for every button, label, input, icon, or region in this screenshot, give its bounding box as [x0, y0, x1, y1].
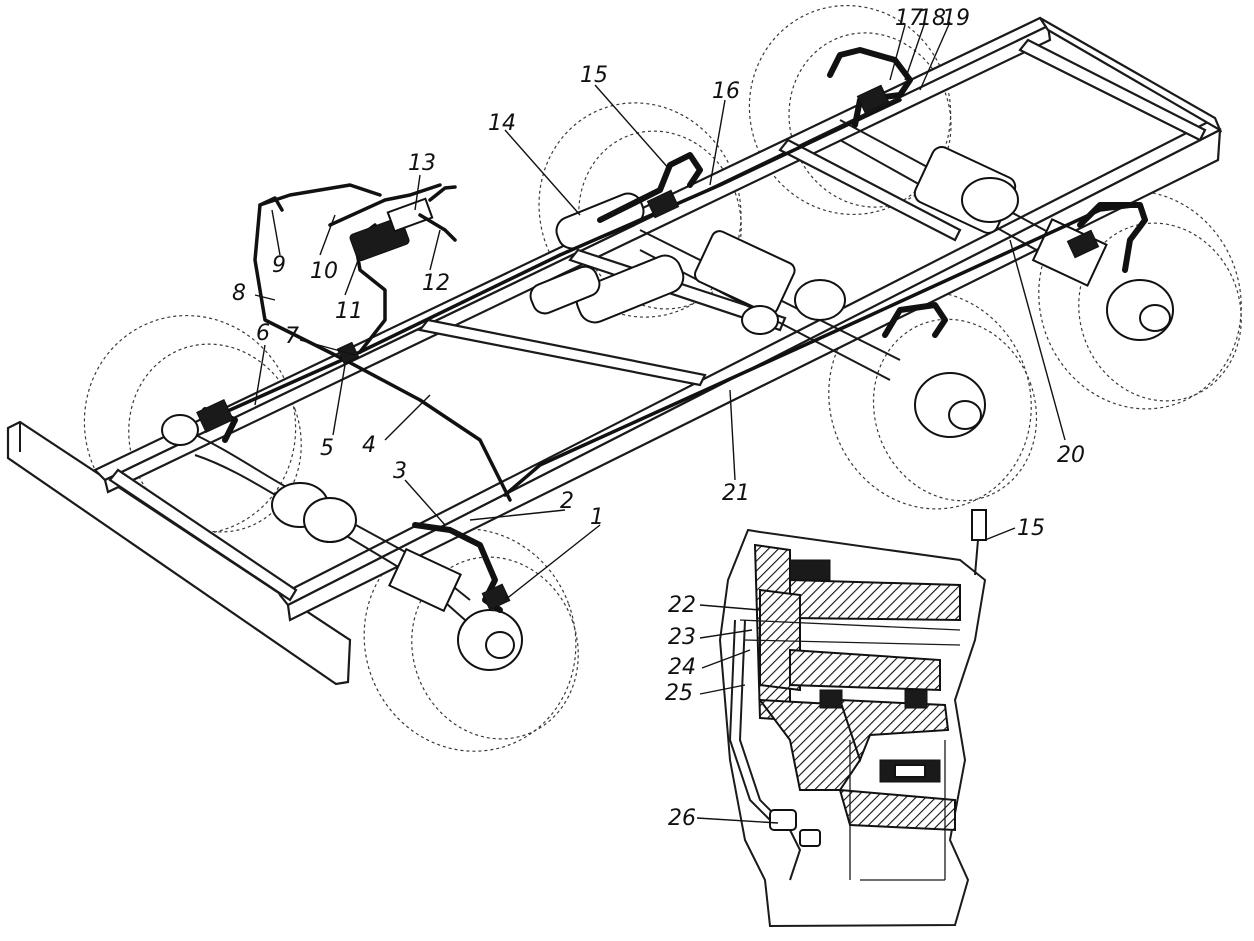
brake-line-right	[503, 203, 1142, 497]
callout-7: 7	[285, 324, 299, 349]
callout-21: 21	[722, 481, 750, 506]
brake-chambers	[196, 84, 1100, 611]
callout-15-detail: 15	[1017, 516, 1045, 541]
callout-10: 10	[310, 259, 338, 284]
callout-5: 5	[320, 436, 334, 461]
callout-labels: 1 2 3 4 5 6 7 8 9 10 11 12 13 14 15 16 1…	[232, 6, 1085, 831]
callout-3: 3	[393, 459, 407, 484]
callout-6: 6	[256, 321, 270, 346]
callout-8: 8	[232, 281, 246, 306]
callout-19: 19	[942, 6, 970, 31]
callout-20: 20	[1057, 443, 1085, 468]
callout-18: 18	[918, 6, 946, 31]
master-cylinder-assembly	[258, 183, 457, 262]
callout-14: 14	[488, 111, 516, 136]
front-bumper	[6, 420, 352, 686]
front-axle	[161, 414, 471, 621]
callout-13: 13	[408, 151, 436, 176]
callout-17: 17	[895, 6, 923, 31]
callout-1: 1	[590, 505, 604, 530]
brake-line-left	[228, 98, 902, 412]
leader-lines	[254, 21, 1066, 824]
callout-15: 15	[580, 63, 608, 88]
chassis-frame	[6, 16, 1223, 686]
rear-axle	[839, 119, 1108, 287]
brake-line-cross	[343, 358, 512, 502]
callout-22: 22	[668, 593, 696, 618]
callout-4: 4	[362, 433, 376, 458]
middle-cross-member-1	[418, 318, 707, 387]
callout-24: 24	[668, 655, 696, 680]
wheels	[83, 4, 1242, 752]
rear-cross-member	[1039, 17, 1223, 133]
rear-right-wheel	[1038, 190, 1242, 410]
callout-26: 26	[668, 806, 696, 831]
callout-16: 16	[712, 79, 740, 104]
callout-9: 9	[272, 253, 286, 278]
callout-11: 11	[335, 299, 363, 324]
callout-23: 23	[668, 625, 696, 650]
callout-2: 2	[560, 489, 574, 514]
rear-cross-member-2	[1018, 38, 1207, 142]
callout-25: 25	[665, 681, 693, 706]
wheel-hub-section-detail	[718, 509, 987, 928]
front-cross-member	[108, 468, 298, 602]
middle-cross-member-3	[778, 138, 962, 242]
callout-12: 12	[422, 271, 450, 296]
